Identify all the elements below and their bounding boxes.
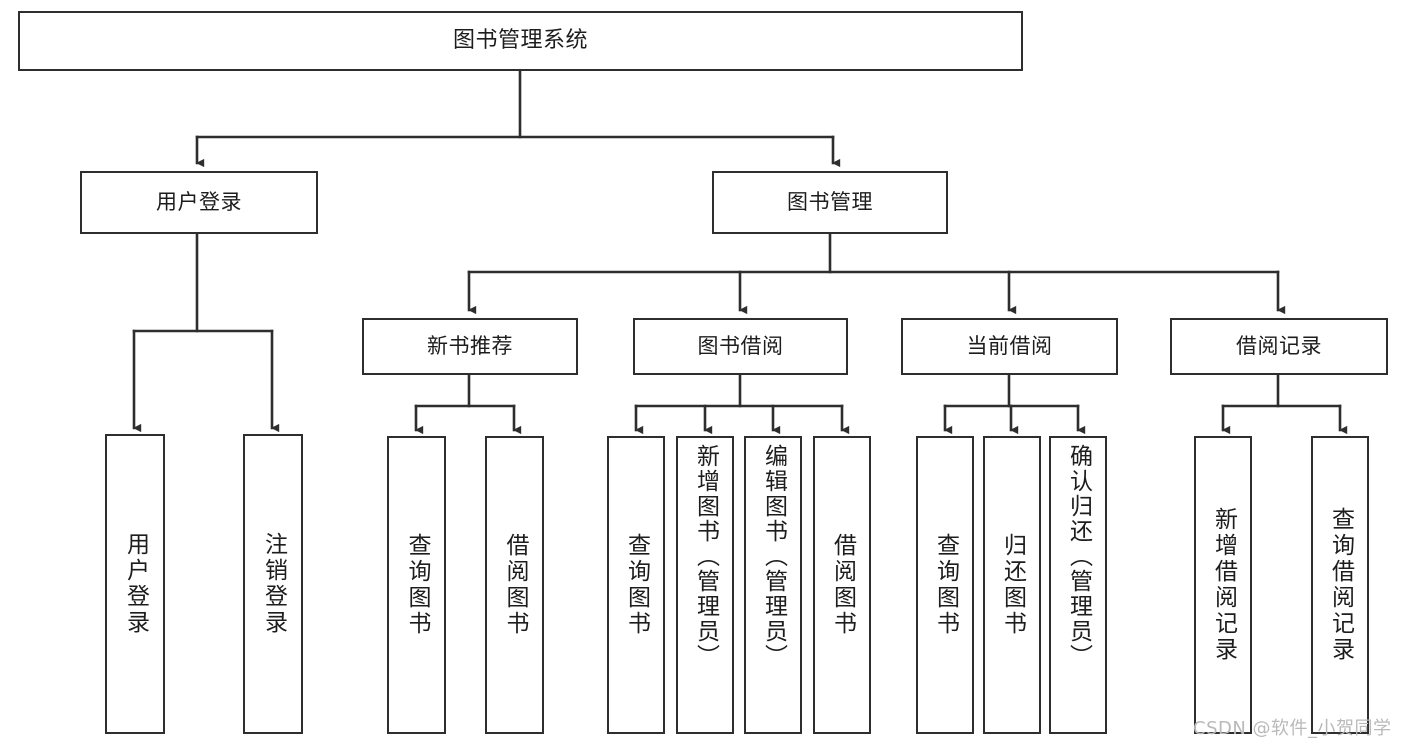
node-borrow-child-borrow-book[interactable]: 借阅图书 bbox=[813, 436, 871, 734]
node-label: 新增借阅记录 bbox=[1210, 507, 1237, 663]
node-label: 新书推荐 bbox=[427, 334, 513, 359]
node-new-book-recommend[interactable]: 新书推荐 bbox=[362, 318, 578, 375]
node-label: 新增图书（管理员） bbox=[692, 444, 719, 669]
node-borrow-child-add-book-admin[interactable]: 新增图书（管理员） bbox=[676, 436, 734, 734]
node-label: 编辑图书（管理员） bbox=[760, 444, 787, 669]
node-recommend-child-query-book[interactable]: 查询图书 bbox=[387, 436, 446, 734]
node-login-child-user-login[interactable]: 用户登录 bbox=[105, 434, 165, 734]
node-label: 图书管理系统 bbox=[452, 28, 588, 54]
node-current-child-query-book[interactable]: 查询图书 bbox=[916, 436, 974, 734]
node-label: 用户登录 bbox=[122, 532, 149, 636]
node-label: 当前借阅 bbox=[966, 334, 1053, 359]
node-label: 借阅图书 bbox=[502, 533, 528, 637]
node-user-login[interactable]: 用户登录 bbox=[80, 171, 318, 234]
node-label: 查询借阅记录 bbox=[1327, 507, 1354, 663]
node-label: 归还图书 bbox=[999, 533, 1026, 637]
node-book-borrow[interactable]: 图书借阅 bbox=[633, 318, 848, 375]
node-label: 图书管理 bbox=[787, 190, 873, 215]
node-label: 图书借阅 bbox=[697, 334, 784, 359]
node-borrow-child-query-book[interactable]: 查询图书 bbox=[607, 436, 665, 734]
node-login-child-logout[interactable]: 注销登录 bbox=[243, 434, 303, 734]
node-label: 查询图书 bbox=[623, 533, 650, 637]
node-label: 借阅图书 bbox=[829, 533, 856, 637]
node-borrow-record[interactable]: 借阅记录 bbox=[1170, 318, 1388, 375]
node-current-child-return-book[interactable]: 归还图书 bbox=[983, 436, 1041, 734]
node-label: 确认归还（管理员） bbox=[1065, 444, 1092, 669]
node-book-management-system[interactable]: 图书管理系统 bbox=[18, 11, 1023, 71]
node-label: 用户登录 bbox=[156, 190, 242, 215]
node-label: 注销登录 bbox=[260, 532, 287, 636]
node-current-child-confirm-return-admin[interactable]: 确认归还（管理员） bbox=[1049, 436, 1107, 734]
node-borrow-child-edit-book-admin[interactable]: 编辑图书（管理员） bbox=[744, 436, 802, 734]
node-current-borrow[interactable]: 当前借阅 bbox=[901, 318, 1118, 375]
node-record-child-add-borrow-record[interactable]: 新增借阅记录 bbox=[1194, 436, 1252, 734]
node-label: 查询图书 bbox=[404, 533, 430, 637]
node-record-child-query-borrow-record[interactable]: 查询借阅记录 bbox=[1311, 436, 1369, 734]
node-book-management[interactable]: 图书管理 bbox=[712, 171, 948, 234]
node-recommend-child-borrow-book[interactable]: 借阅图书 bbox=[485, 436, 544, 734]
node-label: 查询图书 bbox=[932, 533, 959, 637]
node-label: 借阅记录 bbox=[1236, 334, 1322, 359]
